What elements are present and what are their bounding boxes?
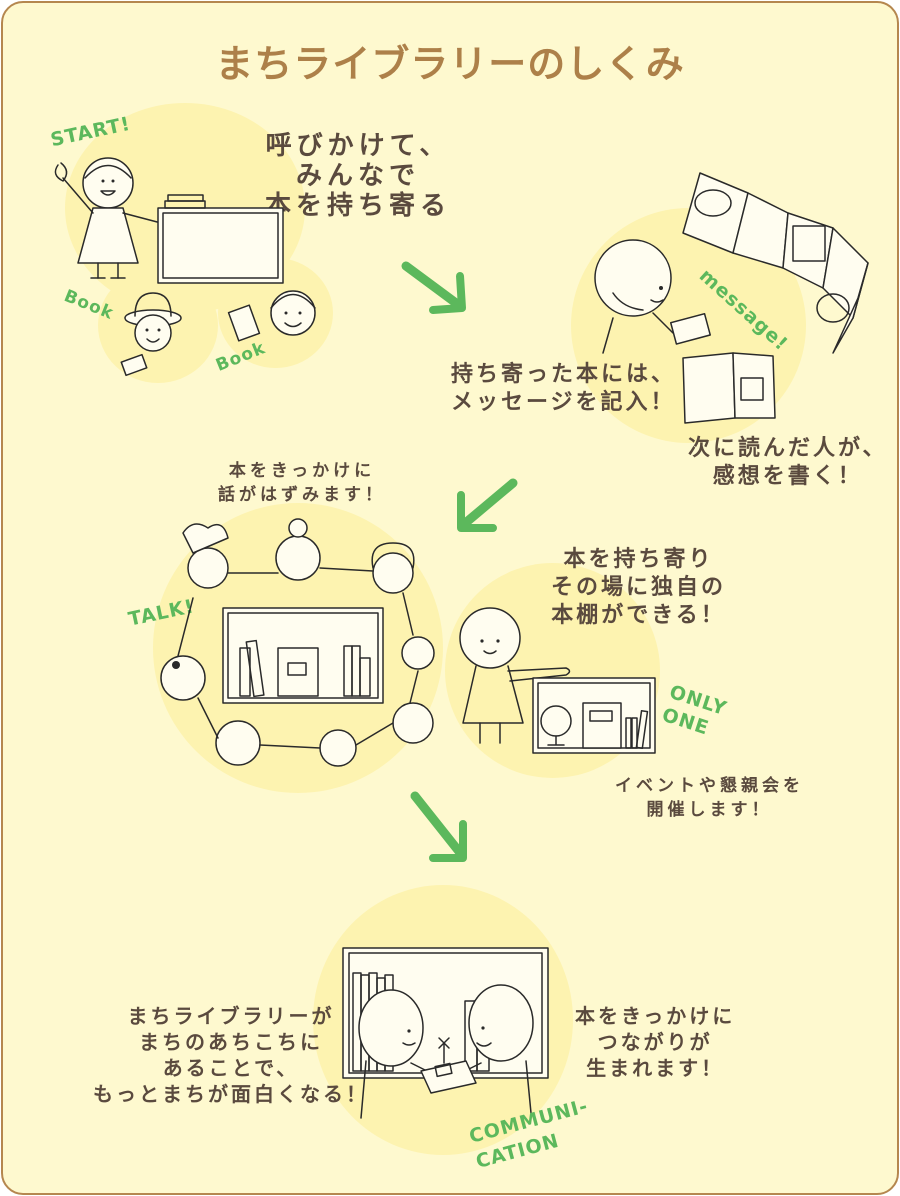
talk-caption: 本をきっかけに 話がはずみます！ [218, 461, 386, 505]
message-caption: 持ち寄った本には、 メッセージを記入！ [451, 362, 677, 415]
communication-caption-left: まちライブラリーが まちのあちこちに あることで、 もっとまちが面白くなる！ [93, 1004, 369, 1106]
arrow-down-right-icon [401, 261, 466, 314]
only-one-caption: 本を持ち寄り その場に独自の 本棚ができる！ [551, 547, 727, 628]
only-one-illustration [459, 607, 656, 754]
arrow-down-left-icon [457, 478, 518, 532]
talk-circle-illustration [160, 518, 435, 767]
communication-caption-right: 本をきっかけに つながりが 生まれます！ [575, 1004, 736, 1080]
message-sub-caption: 次に読んだ人が、 感想を書く！ [688, 436, 888, 489]
message-booklet-illustration [682, 172, 869, 354]
message-writer-illustration [594, 239, 776, 424]
arrow-down-right-icon [410, 791, 467, 862]
start-caption: 呼びかけて、 みんなで 本を持ち寄る [265, 131, 452, 221]
only-one-tag: ONLY ONE [659, 681, 730, 740]
page-title: まちライブラリーのしくみ [215, 42, 685, 86]
start-illustration [54, 157, 316, 377]
communication-illustration [342, 947, 549, 1119]
event-caption: イベントや懇親会を 開催します！ [615, 776, 804, 820]
